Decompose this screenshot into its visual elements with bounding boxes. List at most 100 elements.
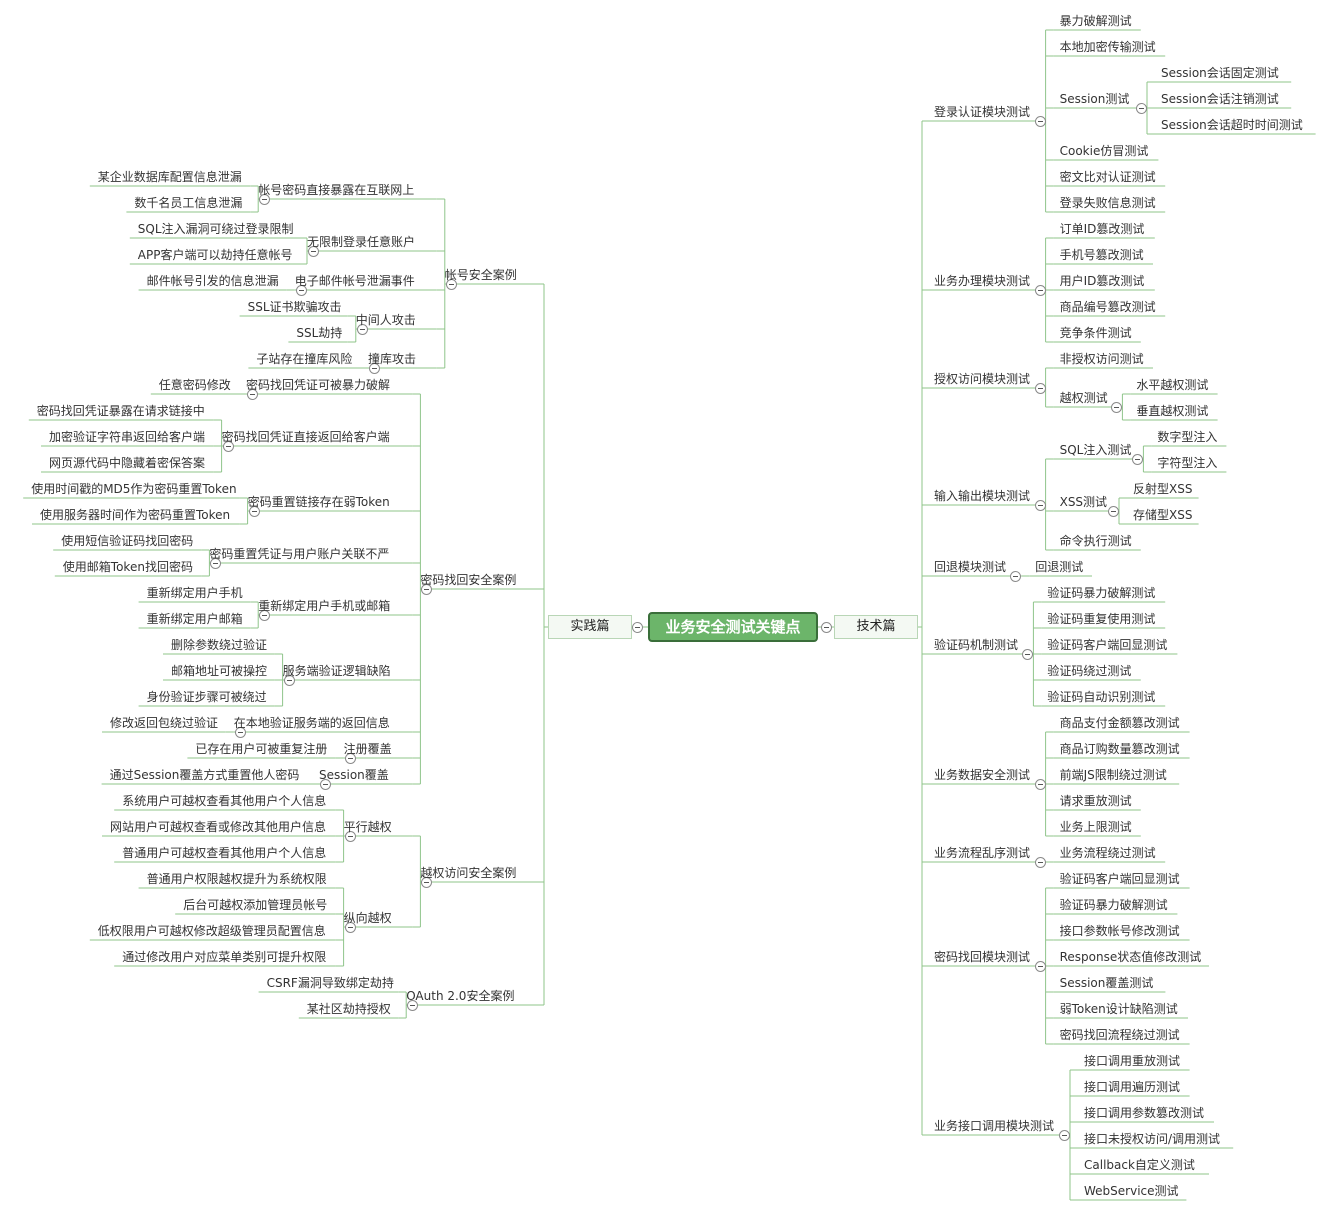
leaf-topic[interactable]: 商品编号篡改测试 — [1059, 300, 1156, 314]
collapse-toggle-icon[interactable] — [1034, 961, 1046, 972]
subtopic-3[interactable]: 密码重置链接存在弱Token — [247, 495, 390, 509]
leaf-topic[interactable]: 商品支付金额篡改测试 — [1059, 716, 1180, 730]
subtopic-3[interactable]: 密码找回凭证直接返回给客户端 — [221, 430, 390, 444]
subtopic-2[interactable]: 业务办理模块测试 — [934, 274, 1031, 288]
leaf-topic[interactable]: 反射型XSS — [1133, 482, 1193, 496]
leaf-topic[interactable]: 某社区劫持授权 — [306, 1002, 391, 1016]
leaf-topic[interactable]: 密文比对认证测试 — [1059, 170, 1156, 184]
subtopic-3[interactable]: 中间人攻击 — [355, 313, 416, 327]
leaf-topic[interactable]: 手机号篡改测试 — [1059, 248, 1144, 262]
subtopic-2[interactable]: 密码找回模块测试 — [934, 950, 1031, 964]
subtopic-3[interactable]: 纵向越权 — [343, 911, 392, 925]
leaf-topic[interactable]: SSL劫持 — [296, 326, 343, 340]
leaf-topic[interactable]: 弱Token设计缺陷测试 — [1059, 1002, 1178, 1016]
collapse-toggle-icon[interactable] — [320, 779, 331, 790]
collapse-toggle-icon[interactable] — [445, 279, 457, 290]
subtopic-3[interactable]: 平行越权 — [343, 820, 392, 834]
leaf-topic[interactable]: Response状态值修改测试 — [1059, 950, 1202, 964]
leaf-topic[interactable]: 某企业数据库配置信息泄漏 — [97, 170, 242, 184]
leaf-topic[interactable]: CSRF漏洞导致绑定劫持 — [266, 976, 394, 990]
leaf-topic[interactable]: Session会话注销测试 — [1161, 92, 1279, 106]
leaf-topic[interactable]: 任意密码修改 — [158, 378, 231, 392]
leaf-topic[interactable]: 验证码客户端回显测试 — [1059, 872, 1180, 886]
collapse-toggle-icon[interactable] — [1034, 116, 1046, 127]
subtopic-2[interactable]: 业务流程乱序测试 — [934, 846, 1031, 860]
collapse-toggle-icon[interactable] — [1034, 285, 1046, 296]
leaf-topic[interactable]: 暴力破解测试 — [1059, 14, 1132, 28]
leaf-topic[interactable]: 数字型注入 — [1157, 430, 1218, 444]
collapse-toggle-icon[interactable] — [1034, 500, 1046, 511]
leaf-topic[interactable]: 使用时间戳的MD5作为密码重置Token — [31, 482, 237, 496]
leaf-topic[interactable]: 水平越权测试 — [1136, 378, 1209, 392]
subtopic-2[interactable]: 越权访问安全案例 — [420, 866, 517, 880]
leaf-topic[interactable]: 垂直越权测试 — [1136, 404, 1209, 418]
branch-practice[interactable]: 实践篇 — [548, 615, 632, 639]
leaf-topic[interactable]: 回退测试 — [1035, 560, 1084, 574]
leaf-topic[interactable]: 登录失败信息测试 — [1059, 196, 1156, 210]
collapse-toggle-icon[interactable] — [1132, 454, 1144, 465]
leaf-topic[interactable]: 竞争条件测试 — [1059, 326, 1132, 340]
subtopic-3[interactable]: 密码找回凭证可被暴力破解 — [246, 378, 391, 392]
subtopic-3[interactable]: 密码重置凭证与用户账户关联不严 — [209, 547, 390, 561]
leaf-topic[interactable]: 用户ID篡改测试 — [1059, 274, 1145, 288]
leaf-topic[interactable]: 子站存在撞库风险 — [256, 352, 353, 366]
leaf-topic[interactable]: 验证码暴力破解测试 — [1047, 586, 1156, 600]
leaf-topic[interactable]: Cookie仿冒测试 — [1059, 144, 1149, 158]
leaf-topic[interactable]: APP客户端可以劫持任意帐号 — [137, 248, 293, 262]
collapse-toggle-icon[interactable] — [1111, 402, 1123, 413]
leaf-topic[interactable]: 邮件帐号引发的信息泄漏 — [146, 274, 279, 288]
collapse-toggle-icon[interactable] — [344, 922, 356, 933]
subtopic-3[interactable]: 越权测试 — [1059, 391, 1108, 405]
collapse-toggle-icon[interactable] — [369, 363, 380, 374]
leaf-topic[interactable]: 密码找回凭证暴露在请求链接中 — [36, 404, 205, 418]
leaf-topic[interactable]: 网站用户可越权查看或修改其他用户信息 — [110, 820, 327, 834]
leaf-topic[interactable]: 密码找回流程绕过测试 — [1059, 1028, 1180, 1042]
subtopic-3[interactable]: 服务端验证逻辑缺陷 — [282, 664, 391, 678]
leaf-topic[interactable]: 业务流程绕过测试 — [1059, 846, 1156, 860]
leaf-topic[interactable]: 系统用户可越权查看其他用户个人信息 — [122, 794, 327, 808]
subtopic-3[interactable]: 在本地验证服务端的返回信息 — [233, 716, 390, 730]
leaf-topic[interactable]: 命令执行测试 — [1059, 534, 1132, 548]
leaf-topic[interactable]: 接口调用遍历测试 — [1084, 1080, 1181, 1094]
collapse-toggle-icon[interactable] — [283, 675, 295, 686]
leaf-topic[interactable]: 接口调用参数篡改测试 — [1084, 1106, 1205, 1120]
collapse-toggle-icon[interactable] — [821, 622, 832, 633]
leaf-topic[interactable]: 请求重放测试 — [1059, 794, 1132, 808]
collapse-toggle-icon[interactable] — [259, 610, 271, 621]
leaf-topic[interactable]: 身份验证步骤可被绕过 — [146, 690, 267, 704]
subtopic-2[interactable]: 业务接口调用模块测试 — [934, 1119, 1055, 1133]
leaf-topic[interactable]: Session会话固定测试 — [1161, 66, 1279, 80]
leaf-topic[interactable]: 字符型注入 — [1157, 456, 1218, 470]
leaf-topic[interactable]: 加密验证字符串返回给客户端 — [49, 430, 206, 444]
subtopic-3[interactable]: 帐号密码直接暴露在互联网上 — [258, 183, 415, 197]
subtopic-2[interactable]: 授权访问模块测试 — [934, 372, 1031, 386]
subtopic-2[interactable]: 密码找回安全案例 — [420, 573, 517, 587]
collapse-toggle-icon[interactable] — [259, 194, 271, 205]
collapse-toggle-icon[interactable] — [421, 877, 433, 888]
subtopic-3[interactable]: 重新绑定用户手机或邮箱 — [258, 599, 391, 613]
leaf-topic[interactable]: 邮箱地址可被操控 — [171, 664, 268, 678]
leaf-topic[interactable]: Session覆盖测试 — [1059, 976, 1154, 990]
root-topic[interactable]: 业务安全测试关键点 — [648, 612, 818, 642]
collapse-toggle-icon[interactable] — [1059, 1130, 1070, 1141]
collapse-toggle-icon[interactable] — [421, 584, 433, 595]
collapse-toggle-icon[interactable] — [247, 389, 258, 400]
leaf-topic[interactable]: 非授权访问测试 — [1059, 352, 1144, 366]
branch-technique[interactable]: 技术篇 — [834, 615, 918, 639]
collapse-toggle-icon[interactable] — [210, 558, 222, 569]
leaf-topic[interactable]: 接口未授权访问/调用测试 — [1084, 1132, 1221, 1146]
collapse-toggle-icon[interactable] — [632, 622, 643, 633]
subtopic-3[interactable]: 撞库攻击 — [368, 352, 417, 366]
subtopic-2[interactable]: 登录认证模块测试 — [934, 105, 1031, 119]
subtopic-3[interactable]: 无限制登录任意账户 — [307, 235, 416, 249]
collapse-toggle-icon[interactable] — [295, 285, 307, 296]
leaf-topic[interactable]: 验证码客户端回显测试 — [1047, 638, 1168, 652]
leaf-topic[interactable]: 验证码暴力破解测试 — [1059, 898, 1168, 912]
leaf-topic[interactable]: SSL证书欺骗攻击 — [247, 300, 342, 314]
leaf-topic[interactable]: 数千名员工信息泄漏 — [134, 196, 243, 210]
subtopic-3[interactable]: SQL注入测试 — [1059, 443, 1132, 457]
leaf-topic[interactable]: WebService测试 — [1084, 1184, 1179, 1198]
collapse-toggle-icon[interactable] — [1108, 506, 1119, 517]
leaf-topic[interactable]: 验证码自动识别测试 — [1047, 690, 1156, 704]
leaf-topic[interactable]: 网页源代码中隐藏着密保答案 — [49, 456, 206, 470]
